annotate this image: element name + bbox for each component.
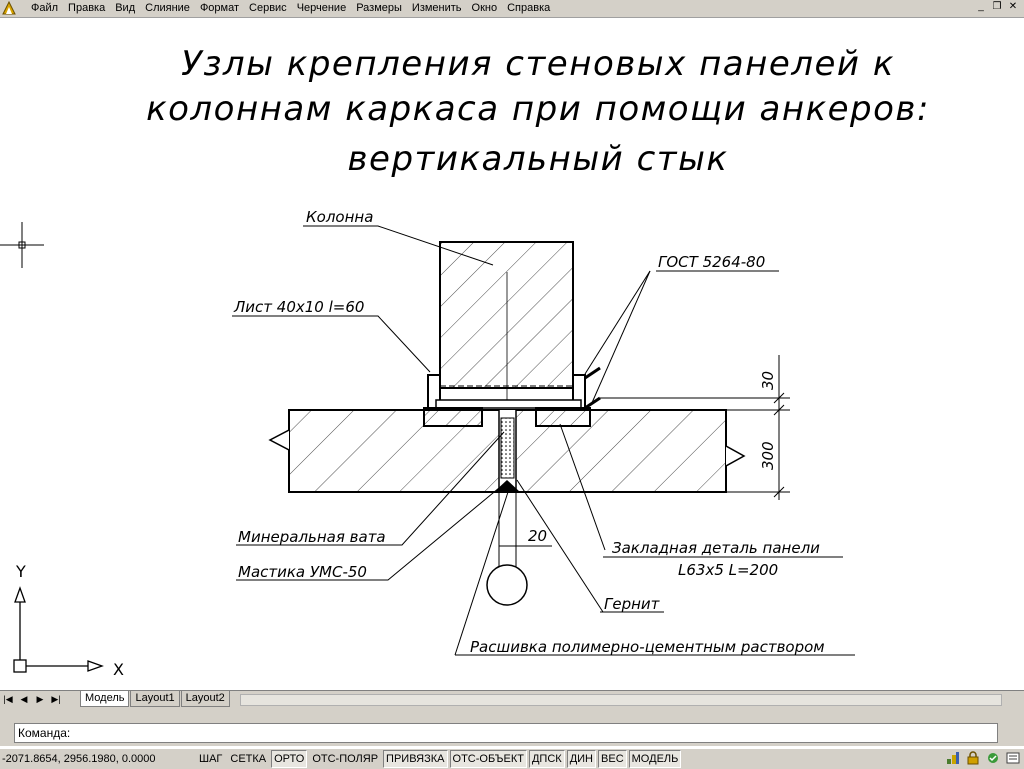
ucs-x-label: X — [113, 660, 124, 679]
menu-items: Файл Правка Вид Слияние Формат Сервис Черчение… — [26, 2, 555, 15]
menu-item-3[interactable]: Слияние — [145, 2, 190, 14]
command-window: Команда: — [0, 708, 1024, 746]
gap-dimension-label: 20 — [528, 527, 547, 545]
label-mastic: Мастика УМС-50 — [238, 563, 367, 581]
menu-item-10[interactable]: Справка — [507, 2, 551, 14]
last-tab-icon[interactable]: ▶| — [51, 694, 61, 704]
label-embedded-part-size: L63х5 L=200 — [678, 561, 778, 579]
minimize-icon[interactable]: _ — [978, 1, 984, 12]
crosshair-cursor — [0, 222, 44, 268]
status-toggle-2[interactable]: ОРТО — [271, 750, 308, 768]
label-column: Колонна — [306, 208, 373, 226]
settings-icon[interactable] — [1006, 751, 1020, 765]
status-toggle-8[interactable]: ВЕС — [598, 750, 627, 768]
label-embedded-part: Закладная деталь панели — [612, 539, 820, 557]
tab-1[interactable]: Layout1 — [130, 691, 180, 707]
label-sheet: Лист 40х10 l=60 — [233, 298, 364, 316]
dimension-300: 300 — [759, 441, 777, 470]
next-tab-icon[interactable]: ▶ — [36, 694, 44, 704]
tab-navigation: |◀ ◀ ▶ ▶| — [2, 693, 62, 705]
menu-item-9[interactable]: Окно — [471, 2, 498, 14]
menu-item-1[interactable]: Правка — [68, 2, 106, 14]
menu-item-8[interactable]: Изменить — [411, 2, 462, 14]
ucs-y-label: Y — [15, 562, 26, 581]
tab-0[interactable]: Модель — [80, 691, 130, 707]
status-toggle-3[interactable]: ОТС-ПОЛЯР — [312, 753, 379, 765]
wall-panel — [268, 409, 746, 493]
status-toggle-7[interactable]: ДИН — [566, 750, 597, 768]
status-toggle-4[interactable]: ПРИВЯЗКА — [383, 750, 448, 768]
embedded-plates — [423, 366, 601, 427]
command-prompt: Команда: — [18, 726, 71, 740]
lock-icon[interactable] — [966, 751, 980, 765]
prev-tab-icon[interactable]: ◀ — [20, 694, 28, 704]
label-gernit: Гернит — [604, 595, 661, 613]
label-pointing: Расшивка полимерно-цементным раствором — [470, 638, 825, 656]
menu-item-7[interactable]: Размеры — [356, 2, 402, 14]
menu-item-6[interactable]: Черчение — [296, 2, 347, 14]
label-mineral-wool: Минеральная вата — [238, 528, 386, 546]
drawing-title-line-2: колоннам каркаса при помощи анкеров: — [146, 89, 930, 129]
status-bar: -2071.8654, 2956.1980, 0.0000 ШАГ СЕТКА ОР… — [0, 748, 1024, 769]
status-toggle-6[interactable]: ДПСК — [528, 750, 565, 768]
autocad-app-icon[interactable] — [2, 1, 16, 15]
menu-item-2[interactable]: Вид — [115, 2, 136, 14]
vertical-dimensions — [600, 355, 790, 500]
cursor-coordinates: -2071.8654, 2956.1980, 0.0000 — [2, 753, 156, 765]
close-icon[interactable]: ✕ — [1008, 1, 1018, 12]
menu-item-0[interactable]: Файл — [31, 2, 59, 14]
menu-item-4[interactable]: Формат — [199, 2, 240, 14]
drawing-canvas[interactable]: Узлы крепления стеновых панелей к колонн… — [0, 18, 1024, 690]
drawing-title-line-3: вертикальный стык — [348, 139, 729, 179]
horizontal-scrollbar[interactable] — [240, 694, 1002, 706]
network-icon[interactable] — [946, 751, 960, 765]
status-tray — [946, 751, 1020, 765]
restore-icon[interactable]: ❐ — [992, 1, 1002, 12]
window-controls: _ ❐ ✕ — [974, 1, 1020, 14]
status-toggle-0[interactable]: ШАГ — [199, 753, 223, 765]
ucs-icon — [13, 586, 104, 673]
drawing-svg[interactable]: Узлы крепления стеновых панелей к колонн… — [0, 18, 1024, 690]
tab-2[interactable]: Layout2 — [180, 691, 230, 707]
gap-dimension — [486, 492, 552, 606]
status-toggle-5[interactable]: ОТС-ОБЪЕКТ — [449, 750, 527, 768]
first-tab-icon[interactable]: |◀ — [3, 694, 13, 704]
command-line-input[interactable]: Команда: — [14, 723, 998, 743]
menu-bar: Файл Правка Вид Слияние Формат Сервис Черчение… — [0, 0, 1024, 18]
annotation-icon[interactable] — [986, 751, 1000, 765]
drawing-title-line-1: Узлы крепления стеновых панелей к — [181, 44, 895, 84]
dimension-30: 30 — [759, 371, 777, 390]
menu-item-5[interactable]: Сервис — [249, 2, 287, 14]
status-toggle-1[interactable]: СЕТКА — [230, 753, 267, 765]
status-toggle-9[interactable]: МОДЕЛЬ — [628, 750, 682, 768]
column — [439, 241, 574, 400]
label-gost: ГОСТ 5264-80 — [658, 253, 765, 271]
